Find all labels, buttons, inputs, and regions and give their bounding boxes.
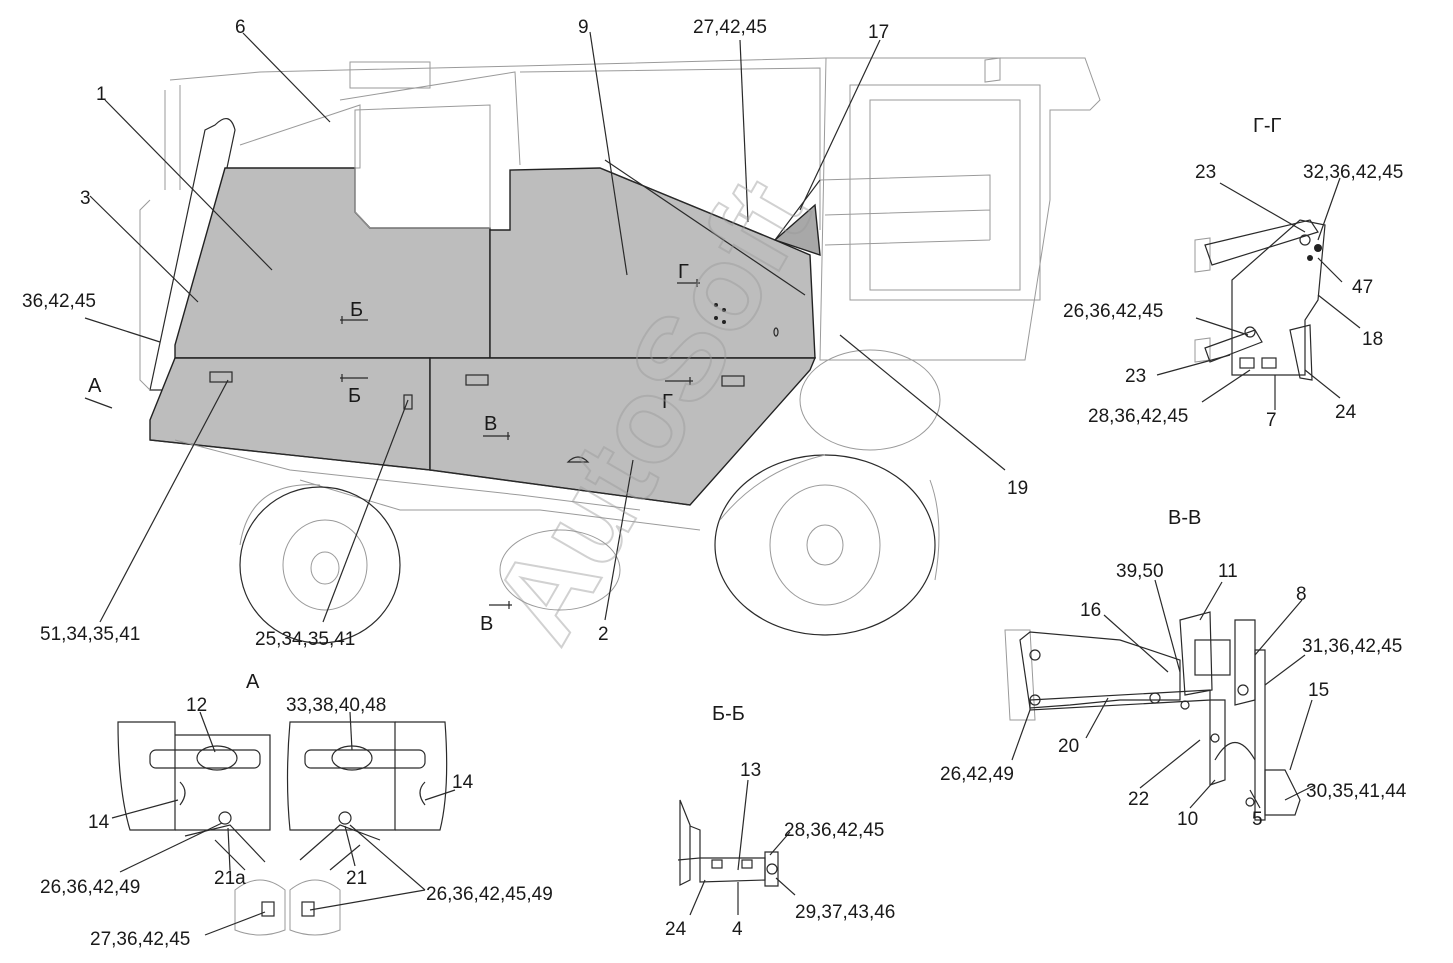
view-gg-title: Г-Г [1253, 115, 1281, 137]
view-bb-title: Б-Б [712, 703, 745, 725]
panel-1 [174, 167, 491, 359]
label-17: 17 [868, 22, 889, 43]
section-mark-g-top: Г [678, 261, 689, 283]
label-36-42-45: 36,42,45 [22, 291, 96, 312]
a-label-21a: 21а [214, 868, 246, 889]
label-1: 1 [96, 84, 107, 105]
label-51-34-35-41: 51,34,35,41 [40, 624, 140, 645]
bb-label-13: 13 [740, 760, 761, 781]
vv-label-11: 11 [1218, 561, 1238, 582]
gg-label-47: 47 [1352, 277, 1373, 298]
gg-label-7: 7 [1266, 410, 1277, 431]
section-mark-b-top: Б [350, 299, 363, 321]
view-a: А 12 33,38,40,48 14 14 [40, 671, 553, 950]
gg-label-24: 24 [1335, 402, 1357, 423]
label-19: 19 [1007, 478, 1028, 499]
gg-label-26: 26,36,42,45 [1063, 301, 1163, 322]
view-gg: Г-Г 23 32,36,42,45 47 26,36,42,45 18 23 … [1063, 115, 1403, 431]
a-label-26-36-42-49: 26,36,42,49 [40, 877, 140, 898]
section-mark-a: А [88, 375, 102, 397]
a-label-26-36-42-45-49: 26,36,42,45,49 [426, 884, 553, 905]
label-9: 9 [578, 17, 589, 38]
vv-label-30: 30,35,41,44 [1306, 781, 1407, 802]
vv-label-15: 15 [1308, 680, 1329, 701]
view-vv-title: В-В [1168, 507, 1201, 529]
a-label-21: 21 [346, 868, 367, 889]
bb-label-28: 28,36,42,45 [784, 820, 884, 841]
section-mark-v-top: В [484, 413, 497, 435]
label-3: 3 [80, 188, 91, 209]
gg-label-32: 32,36,42,45 [1303, 162, 1403, 183]
a-label-14-left: 14 [88, 812, 110, 833]
vv-label-26-42-49: 26,42,49 [940, 764, 1014, 785]
vv-label-31: 31,36,42,45 [1302, 636, 1402, 657]
vv-label-5: 5 [1252, 809, 1263, 830]
a-label-33: 33,38,40,48 [286, 695, 386, 716]
a-label-12: 12 [186, 695, 207, 716]
gg-label-23-bottom: 23 [1125, 366, 1146, 387]
label-25-34-35-41: 25,34,35,41 [255, 629, 355, 650]
vv-label-8: 8 [1296, 584, 1307, 605]
section-mark-b-bottom: Б [348, 385, 361, 407]
section-mark-g-bottom: Г [662, 391, 673, 413]
label-6: 6 [235, 17, 246, 38]
panel-2 [429, 357, 817, 506]
a-label-14-right: 14 [452, 772, 474, 793]
vv-label-10: 10 [1177, 809, 1198, 830]
gg-label-23-top: 23 [1195, 162, 1216, 183]
section-mark-v-bottom: В [480, 613, 493, 635]
bb-label-29: 29,37,43,46 [795, 902, 895, 923]
label-2: 2 [598, 624, 609, 645]
view-a-title: А [246, 671, 260, 693]
gg-label-18: 18 [1362, 329, 1383, 350]
a-label-27-36-42-45: 27,36,42,45 [90, 929, 190, 950]
vv-label-20: 20 [1058, 736, 1079, 757]
view-bb: Б-Б 13 28,36,42,45 29,37,43,46 24 4 [665, 703, 895, 940]
vv-label-16: 16 [1080, 600, 1101, 621]
vv-label-39-50: 39,50 [1116, 561, 1164, 582]
gg-label-28: 28,36,42,45 [1088, 406, 1188, 427]
bb-label-4: 4 [732, 919, 743, 940]
combine-side-view: 1 3 6 9 27,42,45 17 36,42,45 19 2 51,34,… [22, 17, 1101, 650]
view-vv: В-В 39,50 11 16 8 31,36,42,45 1 [940, 507, 1407, 830]
vv-label-22: 22 [1128, 789, 1149, 810]
label-27-42-45: 27,42,45 [693, 17, 767, 38]
bb-label-24: 24 [665, 919, 687, 940]
